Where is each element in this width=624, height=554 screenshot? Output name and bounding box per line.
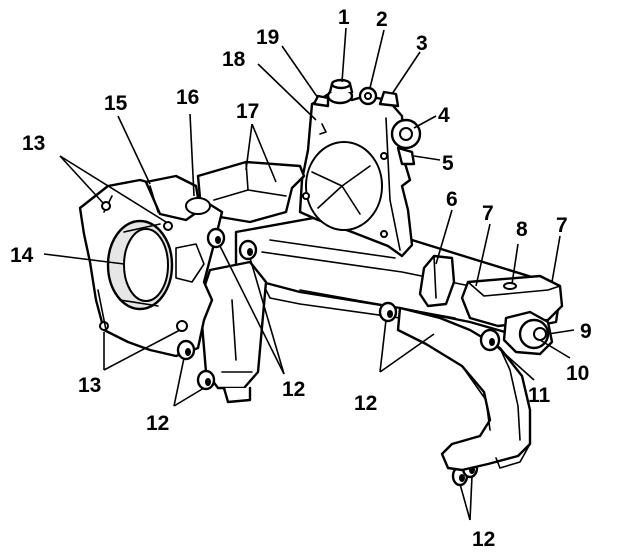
flange-top-boss xyxy=(144,174,211,222)
callout-5: 5 xyxy=(442,152,454,175)
callout-7-right: 7 xyxy=(556,214,568,237)
bracket-large-opening xyxy=(305,141,383,231)
callout-8: 8 xyxy=(516,218,528,241)
callout-12-center: 12 xyxy=(282,378,305,401)
right-mount-assembly xyxy=(460,274,564,356)
lower-rail xyxy=(198,260,268,404)
callout-12-left: 12 xyxy=(146,412,169,435)
leader-lines xyxy=(43,27,575,521)
callout-12-bottom: 12 xyxy=(472,528,495,551)
callout-3: 3 xyxy=(416,32,428,55)
callout-2: 2 xyxy=(376,8,388,31)
center-mount xyxy=(418,254,456,308)
callout-6: 6 xyxy=(446,188,458,211)
callout-11: 11 xyxy=(528,384,551,407)
callout-16: 16 xyxy=(176,86,199,109)
callout-4: 4 xyxy=(438,104,450,127)
callout-17: 17 xyxy=(236,100,259,123)
callout-14: 14 xyxy=(10,244,34,267)
callout-7-left: 7 xyxy=(482,202,494,225)
flange-bore xyxy=(123,228,169,302)
rear-mount-bracket xyxy=(298,90,414,258)
callout-labels: 1 2 3 4 5 6 7 7 8 9 10 11 12 12 12 12 13… xyxy=(10,6,592,551)
callout-9: 9 xyxy=(580,320,592,343)
callout-13-bottom: 13 xyxy=(78,374,101,397)
callout-12-right: 12 xyxy=(354,392,377,415)
callout-15: 15 xyxy=(104,92,128,115)
callout-19: 19 xyxy=(256,26,279,49)
callout-10: 10 xyxy=(566,362,589,385)
top-fittings xyxy=(312,78,400,108)
callout-1: 1 xyxy=(338,6,350,29)
callout-18: 18 xyxy=(222,48,246,71)
callout-13-top: 13 xyxy=(22,132,45,155)
bracket-side-boss xyxy=(390,118,422,166)
